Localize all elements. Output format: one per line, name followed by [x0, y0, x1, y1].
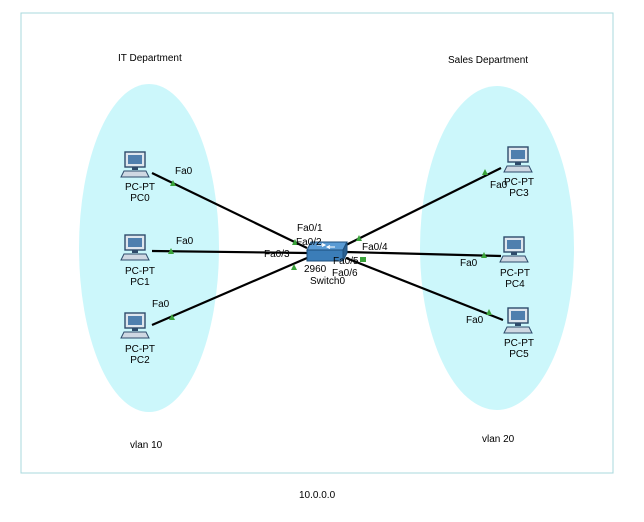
link-pc2-switch[interactable] [151, 256, 308, 327]
pc1-label: PC-PT PC1 [110, 266, 170, 288]
sales-department-label: Sales Department [448, 55, 529, 66]
switch-model-label: 2960 [304, 264, 327, 275]
pc5-name: PC5 [509, 349, 529, 360]
link-switch-pc5[interactable] [345, 256, 504, 322]
sales-department-zone[interactable] [420, 86, 574, 410]
pc4-name: PC4 [505, 279, 525, 290]
pc0-name: PC0 [130, 193, 150, 204]
pc3-label: PC-PT PC3 [489, 177, 549, 199]
link-pc0-switch[interactable] [151, 172, 308, 249]
network-address-label: 10.0.0.0 [299, 490, 336, 501]
switch-port-fa0-3-label: Fa0/3 [264, 249, 290, 260]
link-up-indicator [170, 180, 176, 186]
link-up-indicator [360, 257, 366, 262]
pc2-port-label: Fa0 [152, 299, 170, 310]
pc5-port-label: Fa0 [466, 315, 484, 326]
link-up-indicator [169, 314, 175, 320]
pc3-port-label: Fa0 [490, 180, 508, 191]
link-up-indicator [291, 264, 297, 270]
vlan-10-label: vlan 10 [130, 440, 163, 451]
switch-port-fa0-5-label: Fa0/5 [333, 256, 359, 267]
link-switch-pc3[interactable] [345, 167, 502, 246]
pc0-type: PC-PT [125, 182, 155, 193]
pc4-icon[interactable] [499, 235, 529, 265]
link-up-indicator [481, 252, 487, 258]
pc2-type: PC-PT [125, 344, 155, 355]
link-switch-pc4[interactable] [345, 250, 502, 258]
pc3-icon[interactable] [503, 145, 533, 175]
switch-icon[interactable] [305, 240, 349, 264]
link-up-indicator [168, 248, 174, 254]
it-department-label: IT Department [118, 53, 182, 64]
switch-port-fa0-4-label: Fa0/4 [362, 242, 388, 253]
pc5-type: PC-PT [504, 338, 534, 349]
switch-port-fa0-6-label: Fa0/6 [332, 268, 358, 279]
pc2-name: PC2 [130, 355, 150, 366]
link-up-indicator [292, 239, 298, 245]
pc0-port-label: Fa0 [175, 166, 193, 177]
vlan-20-label: vlan 20 [482, 434, 515, 445]
pc4-label: PC-PT PC4 [485, 268, 545, 290]
link-up-indicator [486, 309, 492, 315]
switch-name-label: Switch0 [310, 276, 346, 287]
pc1-type: PC-PT [125, 266, 155, 277]
pc2-icon[interactable] [120, 311, 150, 341]
link-up-indicator [356, 235, 362, 241]
pc0-label: PC-PT PC0 [110, 182, 170, 204]
link-pc1-switch[interactable] [151, 249, 308, 255]
switch-port-fa0-2-label: Fa0/2 [296, 237, 322, 248]
pc1-icon[interactable] [120, 233, 150, 263]
pc3-type: PC-PT [504, 177, 534, 188]
pc4-type: PC-PT [500, 268, 530, 279]
pc5-label: PC-PT PC5 [489, 338, 549, 360]
pc3-name: PC3 [509, 188, 529, 199]
pc2-label: PC-PT PC2 [110, 344, 170, 366]
pc0-icon[interactable] [120, 150, 150, 180]
pc5-icon[interactable] [503, 306, 533, 336]
link-up-indicator [482, 169, 488, 175]
switch-port-fa0-1-label: Fa0/1 [297, 223, 323, 234]
pc1-name: PC1 [130, 277, 150, 288]
pc1-port-label: Fa0 [176, 236, 194, 247]
pc4-port-label: Fa0 [460, 258, 478, 269]
it-department-zone[interactable] [79, 84, 219, 412]
